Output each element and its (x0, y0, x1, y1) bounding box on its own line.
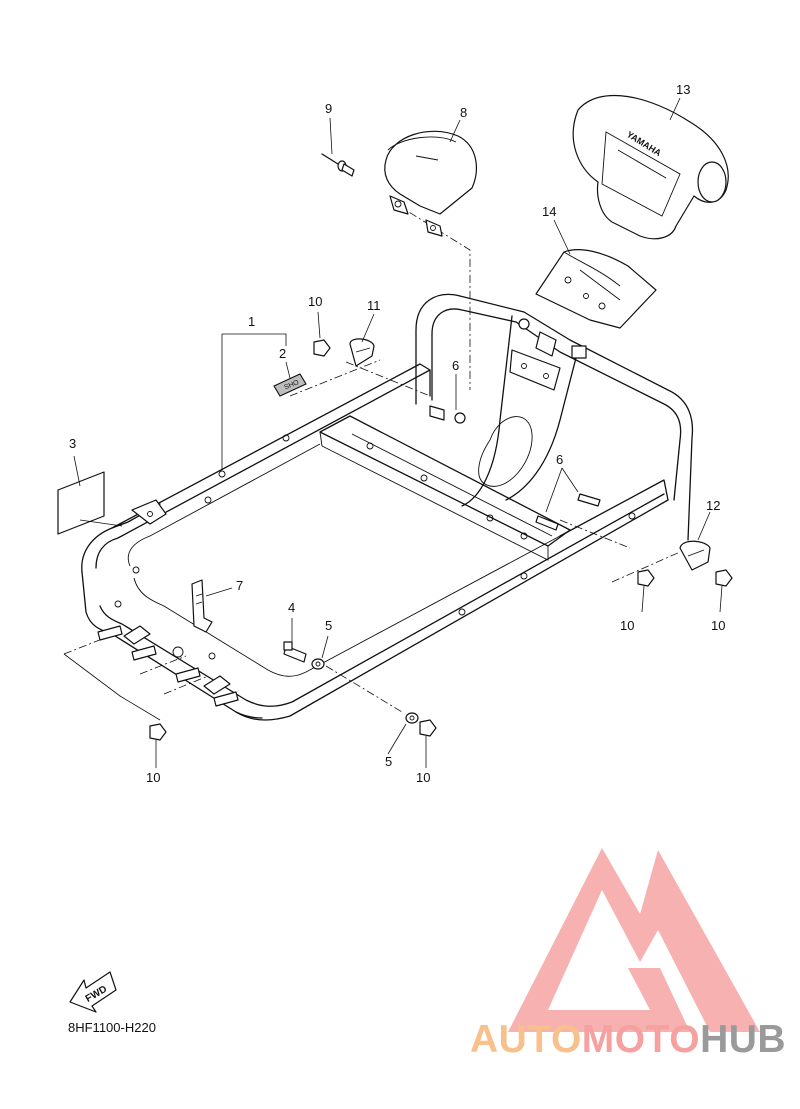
callout-1: 1 (248, 314, 255, 329)
pad-part-14 (535, 249, 657, 329)
decal-part (57, 471, 123, 535)
callout-4: 4 (288, 600, 295, 615)
callout-10e: 10 (416, 770, 430, 785)
callout-5b: 5 (385, 754, 392, 769)
callout-6b: 6 (556, 452, 563, 467)
callout-5a: 5 (325, 618, 332, 633)
fastener-nut-10b (637, 569, 655, 587)
fastener-washer-5b (405, 712, 419, 724)
assembly-lines (63, 203, 681, 713)
fastener-nut-10e (419, 719, 437, 737)
callout-labels: 1 2 3 4 5 5 6 6 7 8 9 10 10 10 10 10 11 … (69, 82, 725, 785)
callout-7: 7 (236, 578, 243, 593)
watermark-logo (508, 848, 760, 1032)
callout-10d: 10 (146, 770, 160, 785)
callout-11: 11 (367, 298, 381, 313)
cover-part-8 (384, 130, 477, 237)
clamp-part-12 (679, 540, 711, 571)
leader-lines (63, 97, 723, 768)
clamp-part-11 (349, 338, 375, 367)
fastener-bolt-6a (429, 405, 466, 424)
watermark-hub: HUB (700, 1018, 787, 1061)
handle-cover-13: YAMAHA (572, 94, 729, 240)
watermark-auto: AUTO (470, 1018, 582, 1061)
callout-10a: 10 (308, 294, 322, 309)
drawing-code: 8HF1100-H220 (68, 1020, 156, 1035)
callout-9: 9 (325, 101, 332, 116)
fastener-bolt-6b (535, 493, 601, 531)
callout-10c: 10 (711, 618, 725, 633)
fastener-nut-10c (715, 569, 733, 587)
watermark-text: AUTOMOTOHUB (470, 1018, 786, 1066)
handle-frame (415, 293, 694, 541)
callout-8: 8 (460, 105, 467, 120)
callout-12: 12 (706, 498, 720, 513)
callout-2: 2 (279, 346, 286, 361)
callout-13: 13 (676, 82, 690, 97)
front-studs (97, 625, 239, 707)
fastener-nut-10d (149, 723, 167, 741)
fastener-washer-5a (311, 658, 325, 670)
fastener-bolt-4 (283, 641, 307, 663)
callout-14: 14 (542, 204, 556, 219)
clip-part (191, 579, 213, 633)
badge-part: SHO (273, 373, 307, 397)
callout-10b: 10 (620, 618, 634, 633)
callout-6a: 6 (452, 358, 459, 373)
fastener-nut-10a (313, 339, 331, 357)
rivet-part-9 (321, 153, 355, 177)
hull-frame (81, 363, 669, 721)
watermark-moto: MOTO (581, 1018, 701, 1061)
fwd-arrow-icon: FWD (69, 971, 117, 1013)
callout-3: 3 (69, 436, 76, 451)
